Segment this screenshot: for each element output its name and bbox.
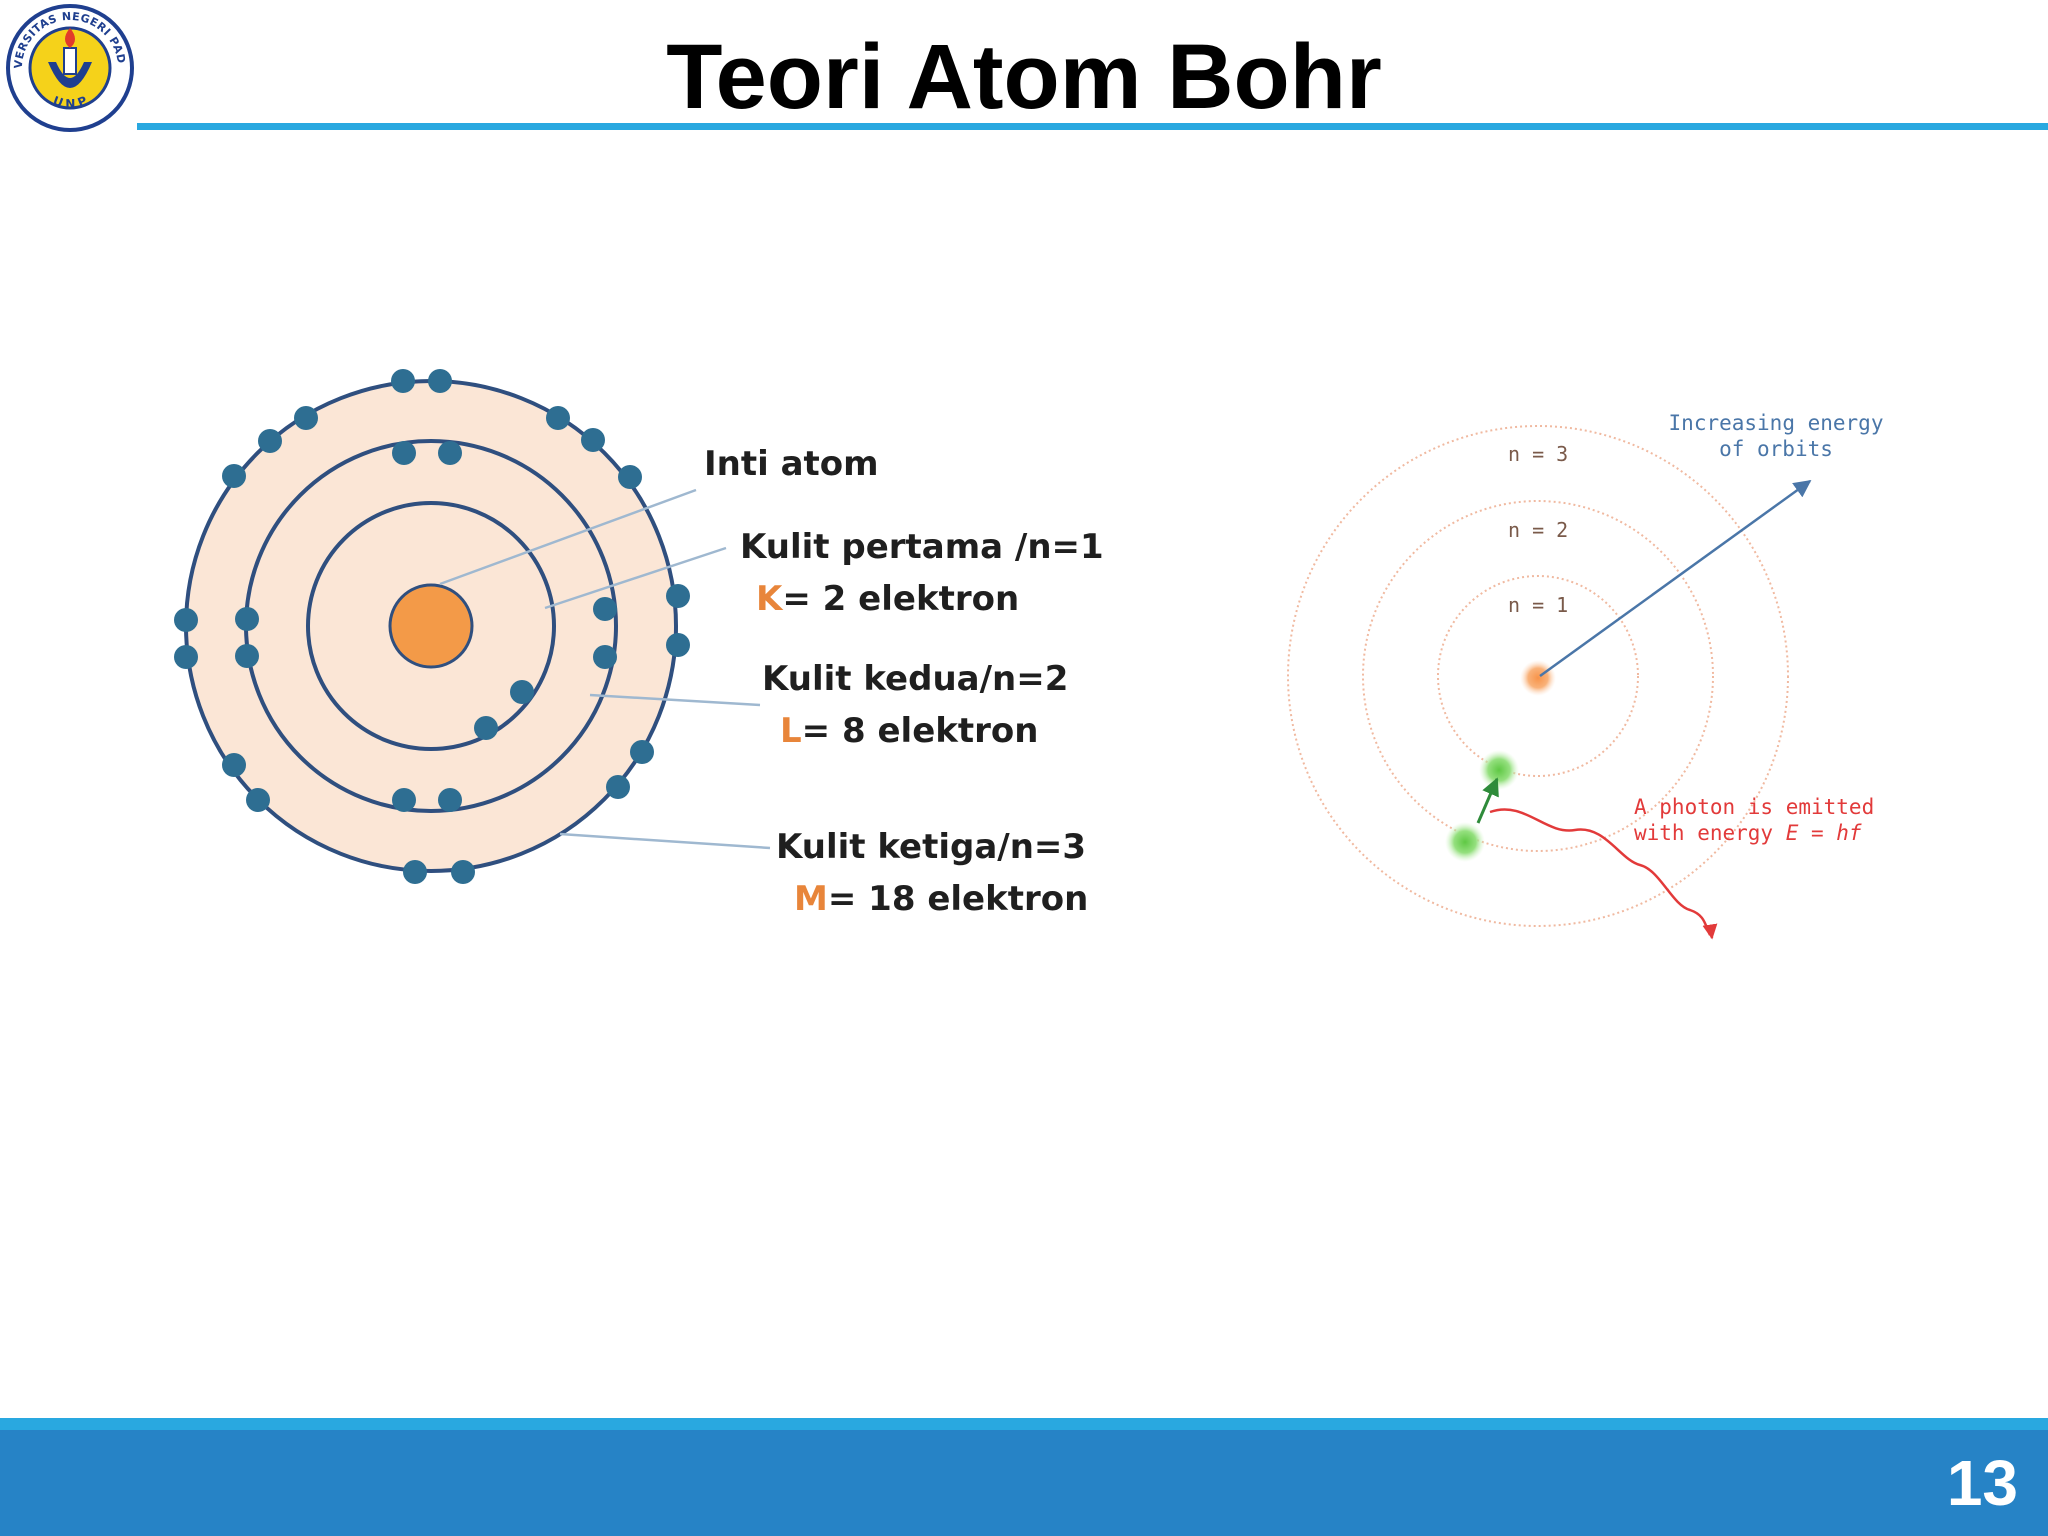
shell-1-orbit xyxy=(306,501,556,751)
electron xyxy=(451,860,475,884)
electron xyxy=(618,465,642,489)
label-shell-2-count: L= 8 elektron xyxy=(780,711,1038,751)
electron xyxy=(391,369,415,393)
nucleus xyxy=(388,583,474,669)
leader-shell-1 xyxy=(544,546,727,610)
shell-letter-k: K xyxy=(756,579,784,619)
slide-number: 13 xyxy=(1946,1447,2018,1519)
electron xyxy=(222,753,246,777)
slide-title: Teori Atom Bohr xyxy=(666,26,1382,128)
label-shell-3-name: Kulit ketiga/n=3 xyxy=(776,827,1086,867)
shell-letter-m: M xyxy=(794,879,828,919)
shell-2-count: = 8 elektron xyxy=(802,711,1039,751)
label-energy-line-1: Increasing energy xyxy=(1669,411,1884,435)
electron xyxy=(630,740,654,764)
electron xyxy=(222,464,246,488)
shell-1-count: = 2 elektron xyxy=(782,579,1019,619)
title-underline xyxy=(137,123,2048,130)
label-nucleus: Inti atom xyxy=(704,444,879,484)
electron xyxy=(235,644,259,668)
electron xyxy=(246,788,270,812)
label-n3: n = 3 xyxy=(1508,442,1568,466)
electron xyxy=(392,788,416,812)
electron xyxy=(581,428,605,452)
photon-formula: E = hf xyxy=(1786,821,1862,845)
electron xyxy=(174,608,198,632)
energy-diagram: n = 1 n = 2 n = 3 Increasing energy of o… xyxy=(1287,411,1884,940)
electron xyxy=(606,775,630,799)
leader-shell-3 xyxy=(559,832,771,850)
leader-shell-2 xyxy=(589,693,761,707)
electron xyxy=(510,680,534,704)
electron xyxy=(403,860,427,884)
footer-bar xyxy=(0,1430,2048,1536)
electron xyxy=(546,406,570,430)
electron xyxy=(593,597,617,621)
leader-nucleus xyxy=(439,488,697,586)
electron-n3 xyxy=(1445,822,1485,862)
label-shell-1-name: Kulit pertama /n=1 xyxy=(740,527,1104,567)
electron xyxy=(294,406,318,430)
svg-text:U N P: U N P xyxy=(51,93,89,111)
shell-letter-l: L xyxy=(780,711,802,751)
electron xyxy=(438,788,462,812)
orbit-n1 xyxy=(1437,575,1639,777)
logo-flame xyxy=(65,28,75,48)
label-shell-2-name: Kulit kedua/n=2 xyxy=(762,659,1068,699)
electron xyxy=(235,607,259,631)
label-n2: n = 2 xyxy=(1508,518,1568,542)
shell-diagram: Inti atom Kulit pertama /n=1 K= 2 elektr… xyxy=(174,369,1104,919)
electron xyxy=(666,633,690,657)
university-logo: UNIVERSITAS NEGERI PADANG U N P xyxy=(4,2,134,132)
electron-jump-arrow xyxy=(1476,777,1499,824)
orbit-n2 xyxy=(1362,500,1714,852)
electron xyxy=(392,441,416,465)
footer-accent xyxy=(0,1418,2048,1430)
electron xyxy=(174,645,198,669)
energy-arrow xyxy=(1539,479,1812,678)
label-energy-line-2: of orbits xyxy=(1719,437,1833,461)
photon-arrow xyxy=(1702,923,1718,940)
electron xyxy=(428,369,452,393)
electron xyxy=(438,441,462,465)
electron xyxy=(474,716,498,740)
energy-nucleus xyxy=(1520,660,1556,696)
label-photon-line-1: A photon is emitted xyxy=(1634,795,1874,819)
electron xyxy=(593,645,617,669)
label-shell-1-count: K= 2 elektron xyxy=(756,579,1019,619)
label-photon-line-2: with energy E = hf xyxy=(1634,821,1862,845)
orbit-n3 xyxy=(1287,425,1789,927)
electron xyxy=(258,429,282,453)
logo-ring-text-bottom: U N P xyxy=(51,93,89,111)
photon-wave xyxy=(1489,808,1712,936)
shell-3-count: = 18 elektron xyxy=(828,879,1088,919)
label-shell-3-count: M= 18 elektron xyxy=(794,879,1088,919)
logo-wings xyxy=(48,62,92,88)
photon-energy-text: with energy xyxy=(1634,821,1786,845)
electron xyxy=(666,584,690,608)
label-n1: n = 1 xyxy=(1508,593,1568,617)
electron-n2 xyxy=(1479,750,1519,790)
